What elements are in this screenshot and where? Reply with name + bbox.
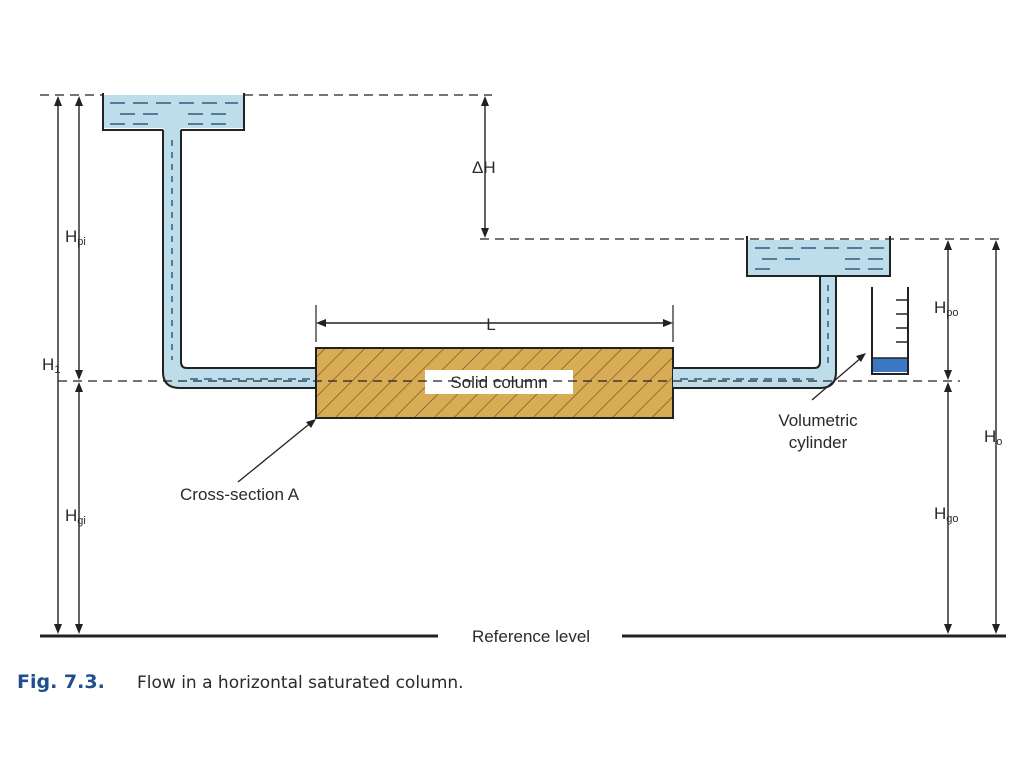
inlet-water-dashes: [110, 102, 238, 125]
inlet-reservoir: [102, 93, 245, 131]
dimension-arrows: [54, 96, 1000, 634]
solid-column: Solid column: [315, 347, 674, 419]
outlet-water-dashes: [755, 247, 884, 270]
figure-number: Fig. 7.3.: [17, 671, 105, 693]
figure-caption-text: Flow in a horizontal saturated column.: [137, 673, 464, 693]
figure-caption: Fig. 7.3. Flow in a horizontal saturated…: [17, 671, 464, 693]
h-o-label: Ho: [984, 427, 1002, 448]
delta-h-label: ΔH: [472, 158, 496, 177]
h-1-label: H1: [42, 355, 60, 376]
cylinder-leader: [811, 356, 863, 401]
volumetric-cylinder: [871, 287, 909, 375]
h-pi-label: Hpi: [65, 227, 86, 248]
length-label: L: [486, 315, 495, 334]
solid-column-label: Solid column: [450, 373, 547, 392]
volumetric-cylinder-label-line1: Volumetric: [778, 411, 858, 430]
leader-arrows: [237, 353, 866, 483]
h-po-label: Hpo: [934, 298, 959, 319]
h-gi-label: Hgi: [65, 506, 86, 527]
outlet-pipe: [673, 274, 837, 389]
inlet-standpipe: [162, 128, 317, 389]
reference-level-label: Reference level: [472, 627, 590, 646]
outlet-reservoir: [746, 236, 891, 277]
cross-section-label: Cross-section A: [180, 485, 300, 504]
level-lines: [40, 94, 1000, 382]
cross-section-leader: [237, 420, 314, 483]
reference-level: Reference level: [40, 627, 1006, 646]
h-go-label: Hgo: [934, 504, 959, 525]
volumetric-cylinder-label-line2: cylinder: [789, 433, 848, 452]
dimension-labels: ΔH Hpi H1 Hgi Hpo Ho Hgo L Cross-section…: [42, 158, 1002, 527]
